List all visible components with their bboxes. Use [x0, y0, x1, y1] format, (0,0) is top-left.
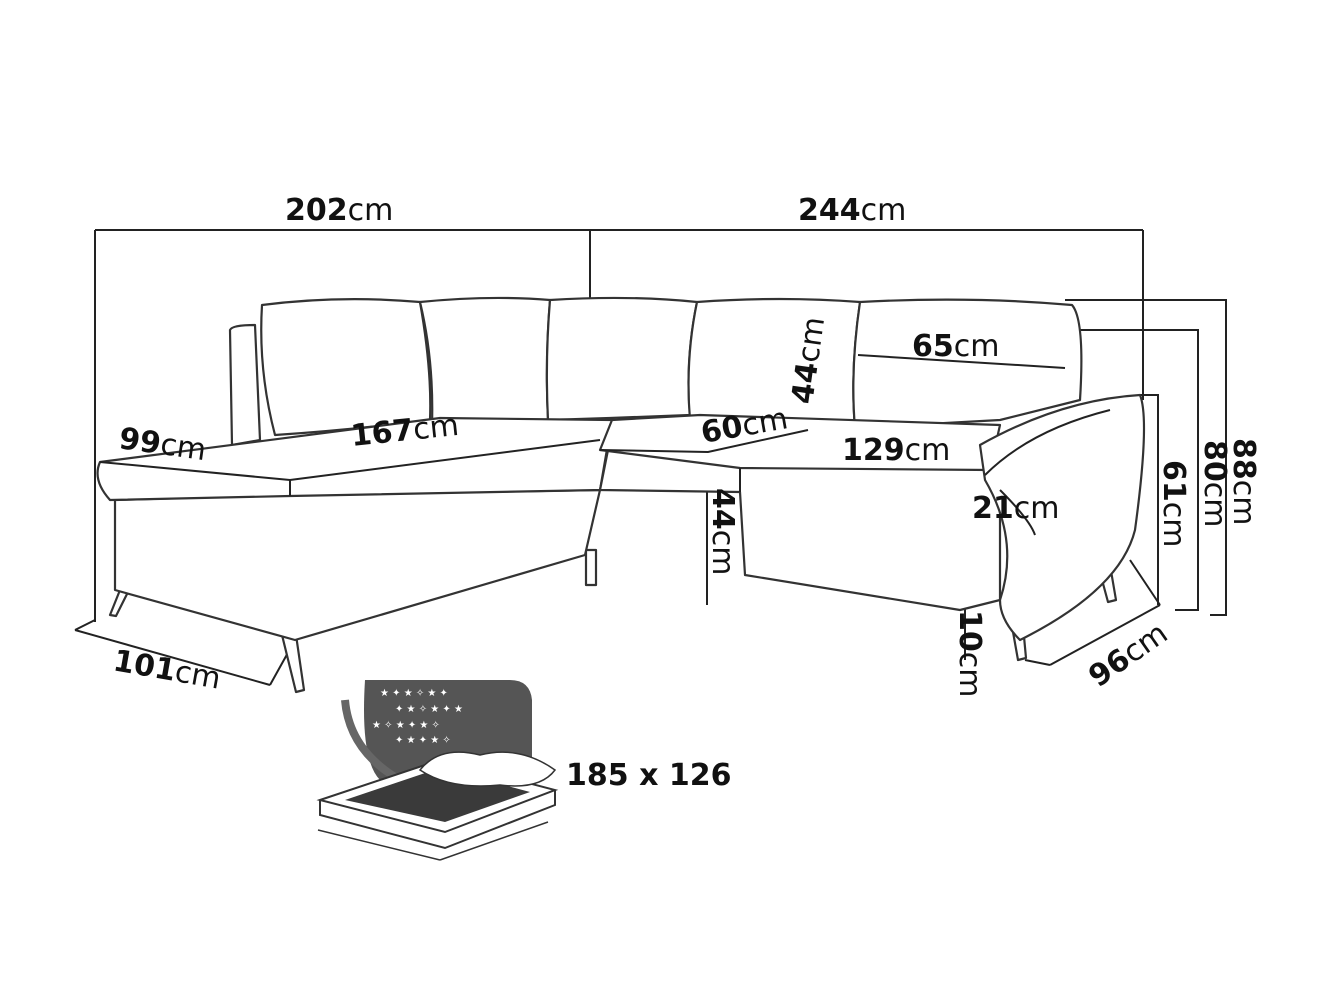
- label-total-height: 88cm: [1226, 438, 1261, 525]
- label-right-depth: 96cm: [1083, 616, 1175, 695]
- label-back-height: 80cm: [1197, 440, 1232, 527]
- label-total-left-width: 202cm: [285, 193, 393, 228]
- label-right-seat-length: 129cm: [842, 433, 950, 468]
- label-corner-seat: 60cm: [698, 401, 790, 451]
- label-chaise-depth: 101cm: [111, 643, 224, 696]
- label-seat-height: 44cm: [705, 488, 740, 575]
- svg-text:★ ✦ ★ ✧ ★ ✦: ★ ✦ ★ ✧ ★ ✦: [380, 688, 448, 699]
- svg-text:✦ ★ ✧ ★ ✦ ★: ✦ ★ ✧ ★ ✦ ★: [395, 704, 463, 715]
- label-armrest-height: 61cm: [1156, 460, 1191, 547]
- label-leg-height: 10cm: [952, 610, 987, 697]
- label-chaise-seat-depth: 99cm: [117, 421, 208, 468]
- label-bed-size: 185 x 126: [566, 758, 731, 793]
- dimension-lines: [74, 229, 1227, 686]
- label-chaise-seat-length: 167cm: [349, 408, 460, 454]
- label-total-right-width: 244cm: [798, 193, 906, 228]
- sofa-drawing: [96, 296, 1146, 694]
- label-armrest-width: 21cm: [972, 491, 1059, 526]
- svg-text:✦ ★ ✦ ★ ✧: ✦ ★ ✦ ★ ✧: [395, 735, 451, 746]
- svg-text:★ ✧ ★ ✦ ★ ✧: ★ ✧ ★ ✦ ★ ✧: [372, 720, 440, 731]
- label-backrest-height: 44cm: [785, 315, 832, 406]
- label-headrest-width: 65cm: [912, 329, 999, 364]
- sleeping-bed-icon: ★ ✦ ★ ✧ ★ ✦ ✦ ★ ✧ ★ ✦ ★ ★ ✧ ★ ✦ ★ ✧ ✦ ★ …: [316, 680, 559, 861]
